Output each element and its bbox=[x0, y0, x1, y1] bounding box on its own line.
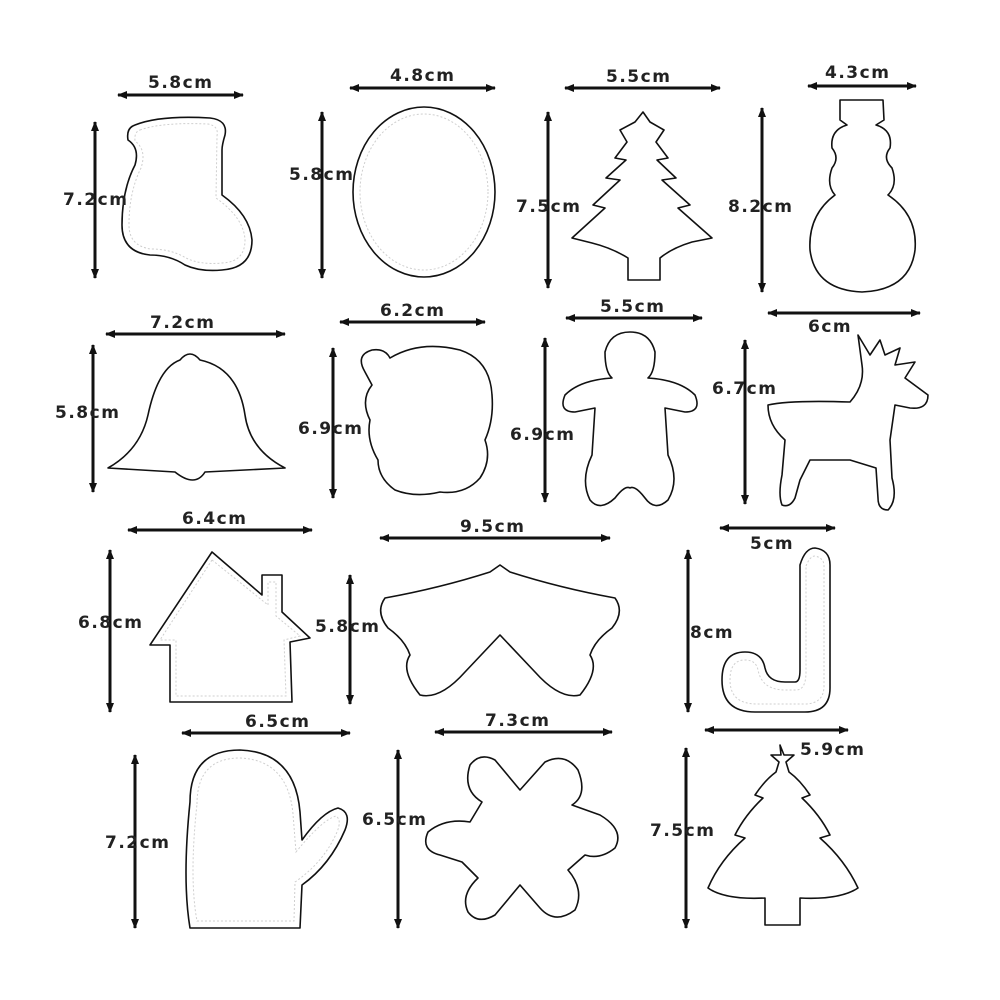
christmas-tree-outline bbox=[571, 111, 713, 281]
reindeer-width-label: 6cm bbox=[808, 317, 852, 337]
snowman-width-label: 4.3cm bbox=[825, 63, 890, 83]
reindeer-height-label: 6.7cm bbox=[712, 379, 777, 399]
mitten-height-label: 7.2cm bbox=[105, 833, 170, 853]
egg-group: 4.8cm 5.8cm bbox=[289, 66, 496, 279]
bell-height-label: 5.8cm bbox=[55, 403, 120, 423]
candy-cane-outline bbox=[721, 547, 831, 713]
house-height-label: 6.8cm bbox=[78, 613, 143, 633]
stocking-height-label: 7.2cm bbox=[63, 190, 128, 210]
house-group: 6.4cm 6.8cm bbox=[78, 509, 313, 713]
gingerbread-man-width-label: 5.5cm bbox=[600, 297, 665, 317]
snowflake-outline bbox=[424, 756, 619, 921]
santa-face-group: 6.2cm 6.9cm bbox=[298, 301, 494, 499]
mitten-outline bbox=[185, 749, 349, 929]
mitten-width-label: 6.5cm bbox=[245, 712, 310, 732]
mitten-group: 6.5cm 7.2cm bbox=[105, 712, 351, 929]
double-bell-height-label: 5.8cm bbox=[315, 617, 380, 637]
egg-height-label: 5.8cm bbox=[289, 165, 354, 185]
gingerbread-man-outline bbox=[562, 331, 698, 507]
bell-group: 7.2cm 5.8cm bbox=[55, 313, 286, 493]
candy-cane-height-label: 8cm bbox=[690, 623, 734, 643]
snowflake-width-label: 7.3cm bbox=[485, 711, 550, 731]
christmas-tree-group: 5.5cm 7.5cm bbox=[516, 67, 721, 289]
bell-outline bbox=[107, 353, 286, 481]
double-bell-outline bbox=[379, 564, 621, 697]
santa-face-width-label: 6.2cm bbox=[380, 301, 445, 321]
santa-face-height-label: 6.9cm bbox=[298, 419, 363, 439]
santa-face-outline bbox=[360, 345, 494, 496]
reindeer-outline bbox=[767, 334, 929, 511]
egg-width-label: 4.8cm bbox=[390, 66, 455, 86]
candy-cane-group: 5cm 8cm bbox=[684, 524, 836, 713]
snowflake-group: 7.3cm 6.5cm bbox=[362, 711, 619, 929]
star-tree-group: 5.9cm 7.5cm bbox=[650, 726, 865, 929]
candy-cane-width-label: 5cm bbox=[750, 534, 794, 554]
gingerbread-man-group: 5.5cm 6.9cm bbox=[510, 297, 703, 507]
snowflake-height-label: 6.5cm bbox=[362, 810, 427, 830]
stocking-outline bbox=[121, 116, 253, 272]
egg-outline bbox=[352, 106, 496, 278]
gingerbread-man-height-label: 6.9cm bbox=[510, 425, 575, 445]
star-tree-height-label: 7.5cm bbox=[650, 821, 715, 841]
stocking-group: 5.8cm 7.2cm bbox=[63, 73, 253, 279]
star-tree-outline bbox=[707, 744, 859, 926]
house-width-label: 6.4cm bbox=[182, 509, 247, 529]
snowman-group: 4.3cm 8.2cm bbox=[728, 63, 917, 293]
snowman-height-label: 8.2cm bbox=[728, 197, 793, 217]
christmas-tree-height-label: 7.5cm bbox=[516, 197, 581, 217]
star-tree-width-label: 5.9cm bbox=[800, 740, 865, 760]
stocking-width-label: 5.8cm bbox=[148, 73, 213, 93]
snowman-outline bbox=[809, 99, 917, 293]
christmas-tree-width-label: 5.5cm bbox=[606, 67, 671, 87]
house-outline bbox=[149, 551, 311, 703]
double-bell-width-label: 9.5cm bbox=[460, 517, 525, 537]
bell-width-label: 7.2cm bbox=[150, 313, 215, 333]
double-bell-group: 9.5cm 5.8cm bbox=[315, 517, 621, 705]
reindeer-group: 6cm 6.7cm bbox=[712, 309, 929, 511]
